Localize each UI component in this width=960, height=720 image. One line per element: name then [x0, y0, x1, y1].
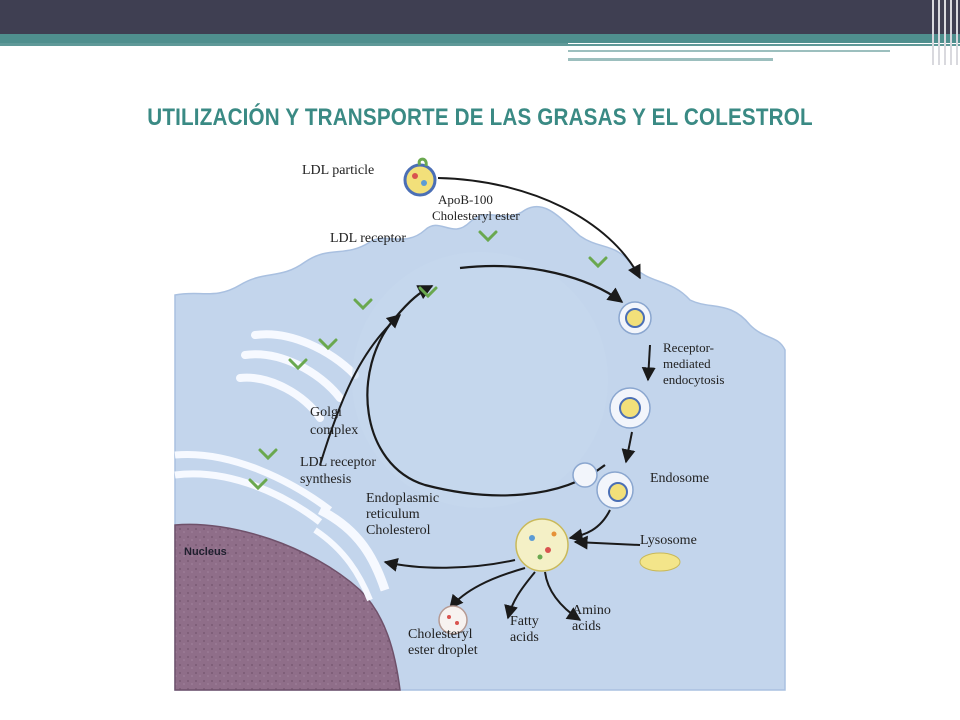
label-endosome: Endosome [650, 471, 709, 486]
label-ldl-synthesis: LDL receptor [300, 455, 376, 470]
slide-title: UTILIZACIÓN Y TRANSPORTE DE LAS GRASAS Y… [147, 104, 813, 131]
label-fatty-acids: acids [510, 630, 539, 645]
er-membrane [317, 505, 390, 592]
product-arrow [504, 571, 536, 620]
uptake-arrow [437, 177, 641, 280]
golgi-complex [236, 330, 359, 422]
product-arrow [383, 557, 516, 572]
nucleus [174, 523, 401, 691]
label-receptor-mediated: endocytosis [663, 372, 724, 387]
label-amino-acids: acids [572, 619, 601, 634]
slide-top-bar [0, 0, 960, 34]
endocytosis-arrow [641, 344, 656, 382]
cholesteryl-ester-droplet [438, 605, 468, 635]
ldl-particle [403, 163, 437, 197]
endocytosis-arrow [621, 431, 636, 464]
accent-line [568, 58, 773, 61]
accent-line [568, 50, 890, 52]
label-ce-droplet: ester droplet [408, 643, 478, 658]
label-er: reticulum [366, 507, 420, 522]
slide-accent-bar [0, 34, 960, 43]
label-er: Endoplasmic [366, 491, 439, 506]
label-amino-acids: Amino [572, 603, 611, 618]
label-receptor-mediated: Receptor- [663, 340, 714, 355]
label-receptor-mediated: mediated [663, 356, 711, 371]
label-ldl-receptor: LDL receptor [330, 231, 406, 246]
label-fatty-acids: Fatty [510, 614, 539, 629]
accent-line [568, 44, 960, 46]
product-arrow [544, 571, 582, 621]
label-golgi: complex [310, 423, 358, 438]
product-arrow [449, 567, 526, 610]
cycle-arrow [459, 265, 624, 303]
lysosome-compartment [515, 518, 569, 572]
lysosome [639, 552, 681, 572]
label-ldl-synthesis: synthesis [300, 472, 351, 487]
cycle-arrow [319, 314, 402, 466]
lysosome-arrow [573, 535, 641, 550]
label-cholesteryl-ester: Cholesteryl ester [432, 208, 520, 223]
label-ce-droplet: Cholesteryl [408, 627, 473, 642]
er-membrane [313, 527, 373, 602]
nucleus-label: Nucleus [184, 546, 227, 558]
ldl-pathway-diagram: Nucleus [174, 157, 786, 691]
label-lysosome: Lysosome [640, 533, 697, 548]
accent-line [0, 43, 568, 46]
corner-stripes [930, 0, 960, 65]
label-cholesterol: Cholesterol [366, 523, 431, 538]
receptor-vesicle [572, 462, 598, 488]
label-golgi: Golgi [310, 405, 342, 420]
cycle-arrow [366, 285, 606, 497]
recycling-pathway [352, 252, 608, 508]
label-ldl-particle: LDL particle [302, 163, 374, 178]
ldl-receptors [248, 230, 608, 491]
label-apob: ApoB-100 [438, 192, 493, 207]
